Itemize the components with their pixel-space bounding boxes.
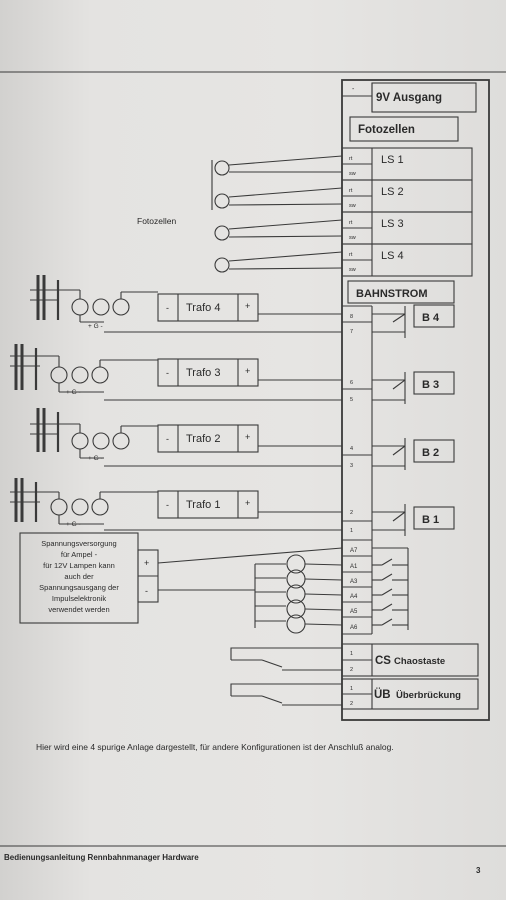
block-b2-label: B 2	[422, 447, 439, 459]
supply-line-1: Spannungsversorgung	[41, 539, 116, 548]
supply-line-4: auch der	[64, 572, 94, 581]
track-1-circuit	[10, 478, 455, 536]
caption-text: Hier wird eine 4 spurige Anlage dargeste…	[36, 742, 394, 752]
ueber-label: Überbrückung	[396, 690, 461, 701]
supply-line-2: für Ampel -	[61, 550, 98, 559]
footer-title: Bedienungsanleitung Rennbahnmanager Hard…	[4, 853, 199, 862]
block-b4-label: B 4	[422, 312, 440, 324]
ls1-label: LS 1	[381, 154, 404, 166]
fotozellen-label: Fotozellen	[137, 216, 176, 226]
ueber-pin1: 1	[350, 686, 353, 692]
ls4-pin-bottom: sw	[349, 267, 356, 273]
block-b1-label: B 1	[422, 514, 439, 526]
track2-pin-bottom: 3	[350, 463, 353, 469]
trafo2-label: Trafo 2	[186, 433, 220, 445]
track1-pin-top: 2	[350, 510, 353, 516]
chaos-label: Chaostaste	[394, 656, 445, 667]
supply-text: Spannungsversorgung für Ampel - für 12V …	[39, 539, 119, 614]
bahnstrom-title: BAHNSTROM	[356, 288, 428, 300]
ls1-pin-bottom: sw	[349, 171, 356, 177]
ausgang-label: 9V Ausgang	[376, 92, 442, 104]
track4-g-label: + G -	[88, 323, 103, 330]
ls2-pin-bottom: sw	[349, 203, 356, 209]
supply-line-5: Spannungsausgang der	[39, 583, 119, 592]
supply-plus: +	[144, 558, 149, 568]
track-2-circuit	[30, 408, 455, 470]
ls1-pin-top: rt	[349, 156, 353, 162]
ls3-label: LS 3	[381, 218, 404, 230]
pin-a4: A4	[350, 594, 358, 600]
supply-line-6: Impulselektronik	[52, 594, 106, 603]
track3-pin-top: 6	[350, 380, 353, 386]
ls4-label: LS 4	[381, 250, 404, 262]
pin-a1: A1	[350, 564, 358, 570]
fotozellen-box-label: Fotozellen	[358, 124, 415, 136]
track2-g-label: + G -	[88, 455, 103, 462]
track-4-circuit	[30, 275, 455, 338]
track4-pin-top: 8	[350, 314, 353, 320]
ls-blocks	[341, 147, 473, 277]
trafo3-minus: -	[166, 368, 169, 378]
track1-g-label: + G -	[66, 521, 81, 528]
page-number: 3	[476, 866, 481, 875]
ls2-label: LS 2	[381, 186, 404, 198]
pin-a7: A7	[350, 548, 358, 554]
track4-pin-bottom: 7	[350, 329, 353, 335]
ueber-short: ÜB	[374, 688, 391, 701]
controller-frame	[341, 79, 490, 721]
pin-a6: A6	[350, 625, 358, 631]
trafo4-plus: +	[245, 301, 250, 311]
ueberbrueckung-circuit	[230, 678, 479, 710]
trafo1-plus: +	[245, 498, 250, 508]
chaos-pin2: 2	[350, 667, 353, 673]
trafo2-minus: -	[166, 434, 169, 444]
supply-line-3: für 12V Lampen kann	[43, 561, 115, 570]
ls3-pin-bottom: sw	[349, 235, 356, 241]
fotozellen-box	[349, 116, 459, 142]
ls4-pin-top: rt	[349, 252, 353, 258]
track1-pin-bottom: 1	[350, 528, 353, 534]
trafo4-minus: -	[166, 303, 169, 313]
photocell-loops	[211, 155, 343, 273]
ls2-pin-top: rt	[349, 188, 353, 194]
chaos-short: CS	[375, 655, 391, 667]
trafo1-minus: -	[166, 500, 169, 510]
track-3-circuit	[10, 344, 455, 404]
track3-g-label: + G -	[66, 389, 81, 396]
ausgang-box	[371, 82, 477, 113]
block-b3-label: B 3	[422, 379, 439, 391]
pin-a3: A3	[350, 579, 358, 585]
ampel-circuit	[157, 539, 409, 635]
trafo2-plus: +	[245, 432, 250, 442]
chaostaste-circuit	[230, 643, 479, 677]
trafo4-label: Trafo 4	[186, 302, 220, 314]
track2-pin-top: 4	[350, 446, 353, 452]
chaos-pin1: 1	[350, 651, 353, 657]
supply-minus: -	[145, 586, 148, 596]
ls3-pin-top: rt	[349, 220, 353, 226]
ueber-pin2: 2	[350, 701, 353, 707]
pin-a5: A5	[350, 609, 358, 615]
trafo1-label: Trafo 1	[186, 499, 220, 511]
track3-pin-bottom: 5	[350, 397, 353, 403]
ausgang-sign: -	[352, 86, 355, 93]
supply-line-7: verwendet werden	[48, 605, 109, 614]
trafo3-plus: +	[245, 366, 250, 376]
trafo3-label: Trafo 3	[186, 367, 220, 379]
